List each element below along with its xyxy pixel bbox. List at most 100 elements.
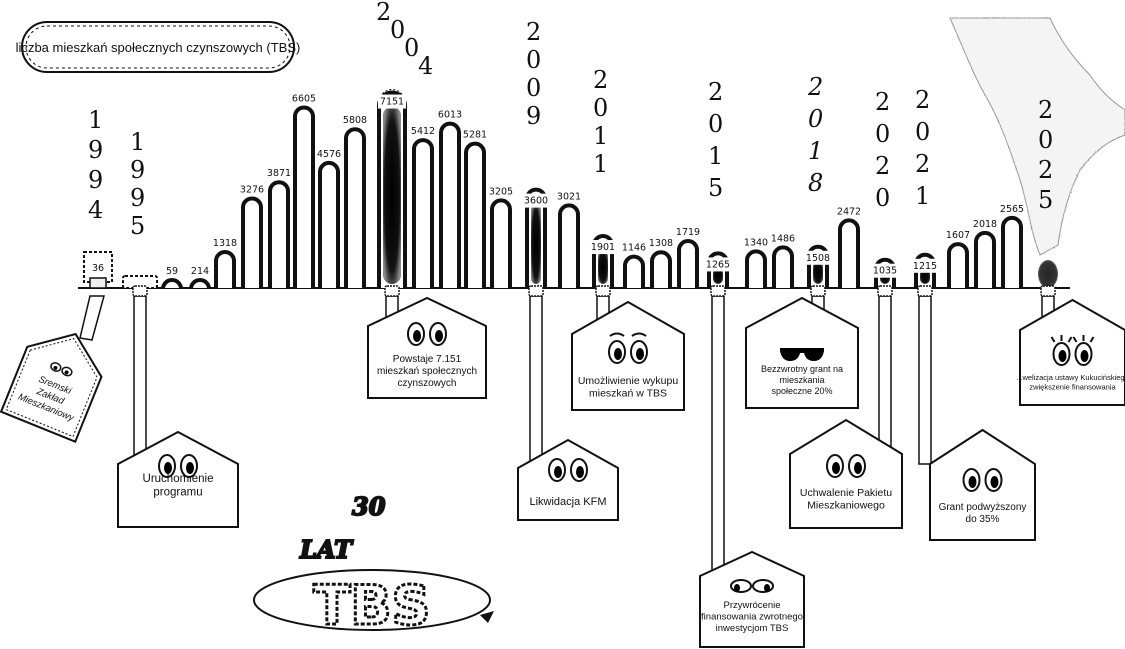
callout-pole [133,295,147,465]
value-label-box [911,258,939,273]
bar [161,278,183,290]
logo-word: LAT [299,535,354,564]
value-label: 1508 [806,253,830,264]
callout-house [1019,298,1125,406]
year-digit: 0 [526,46,541,74]
callout-connector [132,285,148,297]
year-label: 2018 [807,73,823,197]
logo-acronym: TBS [314,574,431,637]
bar-group: 2565 [1000,204,1024,288]
year-digit: 1 [708,142,723,170]
bar [1038,260,1058,288]
bar-group: 2472 [837,206,861,288]
value-label: 1265 [706,259,730,270]
bar-group: 7151 [377,89,407,288]
year-digit: 4 [88,196,103,224]
bar [974,230,996,288]
year-digit: 5 [1038,186,1053,214]
callout-connector [384,285,400,297]
bar-group: 1318 [213,238,237,288]
bar-highlight-fill [813,260,823,284]
value-label: 1486 [771,233,795,244]
bar [189,278,211,290]
chart-title: liczba mieszkań społecznych czynszowych … [16,40,301,55]
eyes-icon [730,579,774,593]
bar [412,138,434,288]
value-label: 214 [191,266,209,277]
bar-group: 2018 [973,219,997,288]
bar-group: 36 [83,251,113,289]
year-digit: 0 [593,94,608,122]
bar [122,275,158,289]
bar-group [1038,260,1058,288]
year-digit: 9 [526,102,541,130]
year-digit: 2 [1038,156,1053,184]
callout-text: czynszowych [398,378,457,389]
year-digit: 5 [708,174,723,202]
value-label-box [871,263,899,278]
bar [344,127,366,288]
bar-group: 1035 [871,257,899,288]
callout-text: programu [153,487,202,499]
callout-house [367,296,487,399]
value-label: 3021 [557,191,581,202]
callout-connector [810,285,826,297]
value-label: 6605 [292,93,316,104]
value-label-box [804,250,832,265]
callout-house [571,300,685,411]
bar [772,245,794,288]
callout-pole [918,295,932,465]
bar-group: 1146 [622,243,646,288]
bar-group: 5281 [463,130,487,288]
eyes-icon [548,458,588,482]
value-label: 1035 [873,266,897,277]
year-digit: 0 [526,74,541,102]
bar-group: 1265 [704,251,732,288]
event-callout: Likwidacja KFM [517,285,619,521]
callout-text: Likwidacja KFM [529,496,606,508]
year-digit: 0 [404,34,419,62]
year-digit: 0 [390,16,405,44]
year-digit: 1 [915,182,930,210]
eyes-icon [407,322,447,346]
value-label: 1146 [622,243,646,254]
year-digit: 2 [1038,96,1053,124]
callout-text: mieszkania [779,375,824,385]
value-label: 1901 [591,242,615,253]
bar-group: 1719 [676,227,700,288]
value-label-box [522,193,550,208]
callout-connector [710,285,726,297]
value-label: 5281 [463,130,487,141]
bar-highlight-fill [598,250,608,284]
eyes-icon [608,332,648,364]
callout-connector [1040,285,1056,297]
bar-group: 1508 [804,244,832,288]
eyes-icon [962,468,1003,492]
callout-text: mieszkań w TBS [589,388,667,400]
value-label: 6013 [438,110,462,121]
callout-house [929,428,1036,541]
bar [838,218,860,288]
year-digit: 1 [130,128,145,156]
year-digit: 9 [88,136,103,164]
callout-pole [79,295,105,341]
value-label: 1340 [744,237,768,248]
callout-house [117,430,239,528]
bar-group: 1215 [911,252,939,288]
bar [677,239,699,288]
callout-text: Mieszkaniowego [807,500,885,512]
logo-ring [253,569,491,631]
bar-group: 3205 [489,186,513,288]
year-digit: 2 [807,73,823,101]
bar-group: 5412 [411,126,435,288]
